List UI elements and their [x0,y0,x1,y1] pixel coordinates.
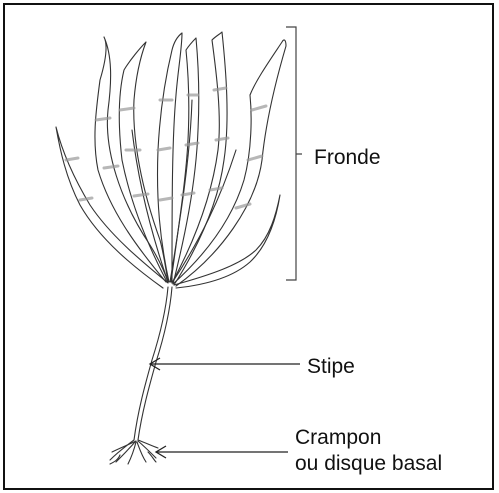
frond-bracket [286,27,302,280]
blade-2 [95,37,168,282]
holdfast-drawing [110,440,158,464]
label-stipe: Stipe [307,354,355,380]
blade-3 [119,42,168,282]
label-crampon-line2: ou disque basal [295,451,442,477]
label-crampon-line1: Crampon [295,425,442,451]
label-crampon: Crampon ou disque basal [295,425,442,477]
frond-shading [66,88,266,208]
blade-8 [174,195,280,288]
blade-7 [173,40,286,286]
label-fronde: Fronde [314,145,381,171]
pointer-arrows [150,358,300,458]
